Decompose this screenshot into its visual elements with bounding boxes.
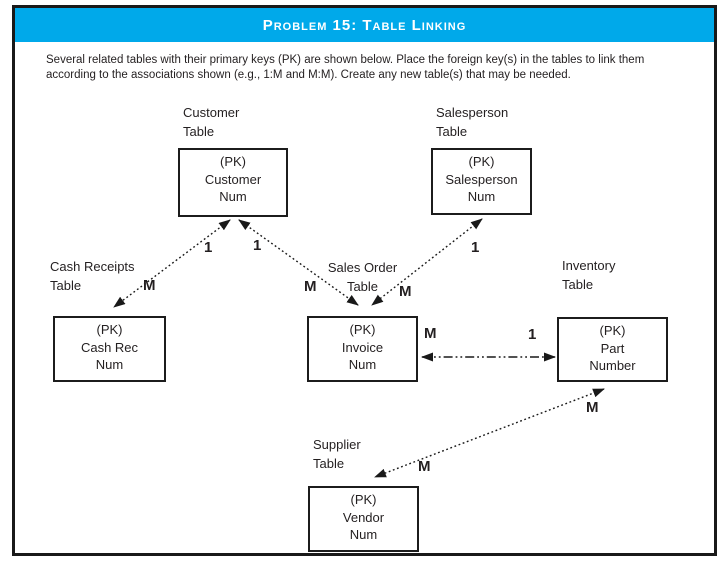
- customer-table-fields: (PK) Customer Num: [204, 154, 262, 204]
- inventory-table-fields: (PK) Part Number: [589, 323, 636, 373]
- inventory-table-box: (PK) Part Number: [557, 317, 668, 382]
- customer-table-label: Customer Table: [183, 105, 240, 139]
- salesperson-table-fields: (PK) Salesperson Num: [445, 154, 518, 204]
- sales-order-table-label: Sales Order Table: [327, 260, 398, 294]
- sales-order-table-box: (PK) Invoice Num: [307, 316, 418, 382]
- instructions-text: Several related tables with their primar…: [46, 54, 645, 81]
- supplier-table-box: (PK) Vendor Num: [308, 486, 419, 552]
- cardinality-sales-order-side-3: M: [424, 325, 437, 342]
- header-bar: Problem 15: Table Linking: [15, 8, 714, 42]
- customer-table-box: (PK) Customer Num: [178, 148, 288, 217]
- header-title: Problem 15: Table Linking: [262, 16, 467, 34]
- cardinality-supplier-side: M: [418, 458, 431, 475]
- cash-receipts-table-fields: (PK) Cash Rec Num: [80, 322, 139, 372]
- cardinality-salesperson-side: 1: [471, 239, 480, 256]
- cardinality-inventory-side-2: M: [586, 399, 599, 416]
- salesperson-table-label: Salesperson Table: [436, 105, 509, 139]
- cardinality-cash-receipts-side: M: [143, 277, 156, 294]
- supplier-table-label: Supplier Table: [313, 437, 361, 471]
- cardinality-sales-order-side: M: [304, 278, 317, 295]
- cardinality-sales-order-side-2: M: [399, 283, 412, 300]
- salesperson-table-box: (PK) Salesperson Num: [431, 148, 532, 215]
- cardinality-inventory-side: 1: [528, 326, 537, 343]
- cardinality-customer-side: 1: [204, 239, 213, 256]
- cash-receipts-table-box: (PK) Cash Rec Num: [53, 316, 166, 382]
- inventory-table-label: Inventory Table: [562, 258, 616, 292]
- sales-order-table-fields: (PK) Invoice Num: [341, 322, 384, 372]
- supplier-table-fields: (PK) Vendor Num: [342, 492, 385, 542]
- cash-receipts-table-label: Cash Receipts Table: [50, 259, 135, 293]
- cardinality-customer-side-2: 1: [253, 237, 262, 254]
